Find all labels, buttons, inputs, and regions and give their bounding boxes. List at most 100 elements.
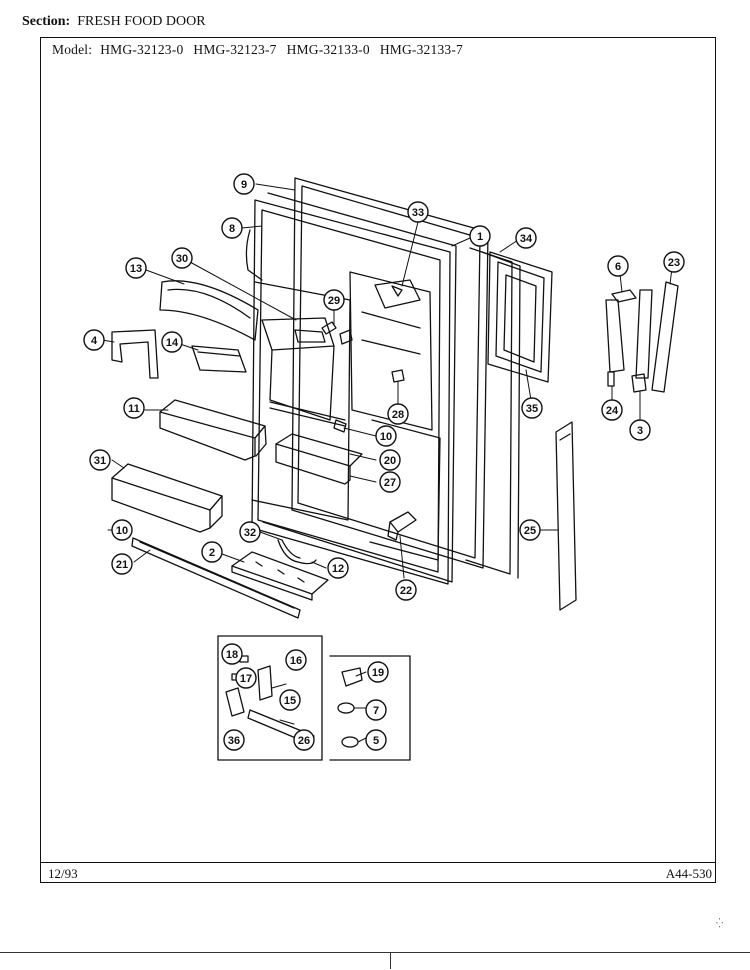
callout-number: 17 <box>240 673 252 685</box>
door-bin-part-31 <box>111 463 223 533</box>
callout-circle <box>395 579 417 601</box>
callout-14: 14 <box>161 331 183 353</box>
side-rail-part-25 <box>555 421 577 611</box>
callout-24: 24 <box>601 399 623 421</box>
callout-28: 28 <box>387 403 409 425</box>
callout-4: 4 <box>83 329 105 351</box>
leader-lines <box>101 183 673 743</box>
callout-number: 21 <box>116 559 128 571</box>
callout-number: 27 <box>384 477 396 489</box>
callout-circle <box>629 419 651 441</box>
section-value: FRESH FOOD DOOR <box>77 14 206 29</box>
callout-number: 34 <box>520 233 533 245</box>
callout-number: 14 <box>166 337 179 349</box>
hinge-strip-3 <box>631 289 653 393</box>
callout-33: 33 <box>407 201 429 223</box>
door-gasket <box>262 177 489 583</box>
callout-circle <box>375 425 397 447</box>
callout-13: 13 <box>125 257 147 279</box>
callout-17: 17 <box>235 667 257 689</box>
dairy-cover-part-30 <box>261 317 335 421</box>
model-label: Model: <box>52 42 93 57</box>
callout-8: 8 <box>221 217 243 239</box>
callout-15: 15 <box>279 689 301 711</box>
section-heading: Section: FRESH FOOD DOOR <box>22 14 206 30</box>
trim-strip-part-10 <box>269 401 347 433</box>
callout-number: 28 <box>392 409 404 421</box>
callout-number: 6 <box>615 261 621 273</box>
callout-circle <box>407 201 429 223</box>
callout-circle <box>601 399 623 421</box>
callout-circle <box>83 329 105 351</box>
callout-number: 32 <box>244 527 256 539</box>
control-plate-part-2 <box>231 551 329 601</box>
callout-circle <box>201 541 223 563</box>
callout-10: 10 <box>111 519 133 541</box>
revision-date: 12/93 <box>48 866 78 881</box>
callout-21: 21 <box>111 553 133 575</box>
callout-30: 30 <box>171 247 193 269</box>
callout-number: 9 <box>241 179 247 191</box>
callout-number: 7 <box>373 705 379 717</box>
callout-circle <box>111 519 133 541</box>
callout-23: 23 <box>663 251 685 273</box>
clip-part-28 <box>391 369 405 383</box>
callout-34: 34 <box>515 227 537 249</box>
callout-circle <box>223 729 245 751</box>
callout-circle <box>111 553 133 575</box>
callout-circle <box>233 173 255 195</box>
callout-19: 19 <box>367 661 389 683</box>
callout-number: 25 <box>524 525 536 537</box>
callout-circle <box>387 403 409 425</box>
callout-number: 16 <box>290 655 302 667</box>
callout-3: 3 <box>629 419 651 441</box>
callout-26: 26 <box>293 729 315 751</box>
callout-number: 29 <box>328 295 340 307</box>
callout-number: 15 <box>284 695 296 707</box>
callout-number: 10 <box>380 431 392 443</box>
model-number: HMG-32123-0 <box>100 42 184 57</box>
hinge-screws-29 <box>321 321 353 345</box>
callout-number: 4 <box>91 335 98 347</box>
model-number: HMG-32133-7 <box>379 42 464 57</box>
scan-speck: ⁛ <box>716 918 724 928</box>
callout-number: 20 <box>384 455 396 467</box>
callout-number: 11 <box>128 403 140 415</box>
bracket-part-14 <box>191 345 247 373</box>
callout-circle <box>521 397 543 419</box>
model-number: HMG-32133-0 <box>286 42 370 57</box>
callout-number: 36 <box>228 735 240 747</box>
model-line: Model: HMG-32123-0 HMG-32123-7 HMG-32133-0 H… <box>52 42 473 58</box>
hinge-strip-24 <box>605 299 625 387</box>
page-bottom-rule <box>0 952 750 953</box>
callout-number: 8 <box>229 223 235 235</box>
callout-circle <box>89 449 111 471</box>
callout-12: 12 <box>327 557 349 579</box>
callout-circle <box>515 227 537 249</box>
callout-22: 22 <box>395 579 417 601</box>
callout-11: 11 <box>123 397 145 419</box>
callout-circle <box>327 557 349 579</box>
callout-9: 9 <box>233 173 255 195</box>
inset-box-right <box>329 655 411 761</box>
callout-number: 2 <box>209 547 215 559</box>
callout-circle <box>607 255 629 277</box>
callout-number: 24 <box>606 405 619 417</box>
diagram-frame <box>40 37 716 883</box>
door-bin-part-27 <box>275 433 363 485</box>
callout-number: 10 <box>116 525 128 537</box>
callout-circle <box>161 331 183 353</box>
callout-circle <box>379 449 401 471</box>
callout-circle <box>323 289 345 311</box>
door-bin-part-11 <box>159 399 267 461</box>
page-bottom-tick <box>390 952 391 969</box>
section-label: Section: <box>22 14 71 29</box>
callout-35: 35 <box>521 397 543 419</box>
callout-number: 22 <box>400 585 412 597</box>
hinge-strip-23 <box>651 281 679 393</box>
door-inner-shell <box>349 271 441 561</box>
model-number: HMG-32123-7 <box>193 42 277 57</box>
callout-20: 20 <box>379 449 401 471</box>
callout-1: 1 <box>469 225 491 247</box>
